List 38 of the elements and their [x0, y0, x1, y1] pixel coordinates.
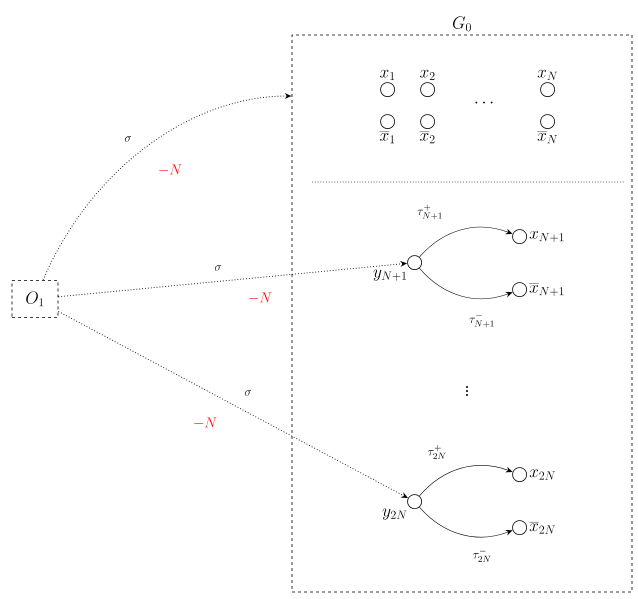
- state-label: $\overline{x}_2$: [420, 132, 434, 144]
- edge-label: $\sigma$: [124, 136, 132, 142]
- state-circle: [512, 282, 527, 297]
- state-label: $x_N$: [538, 70, 558, 80]
- edge-label: $\tau^-_{N+1}$: [469, 316, 494, 328]
- source-box: $O_1$: [12, 280, 58, 318]
- state-circle: [380, 82, 395, 97]
- state-circle: [420, 82, 435, 97]
- ellipsis: $\cdots$: [475, 102, 493, 104]
- weight-label: $-N$: [194, 417, 217, 428]
- node-label: $G_0$: [453, 16, 471, 32]
- state-circle: [380, 114, 395, 129]
- state-label: $x_{2N}$: [530, 469, 555, 480]
- state-label: $y_{2N}$: [382, 508, 407, 520]
- state-label: $x_2$: [420, 70, 434, 80]
- edge-label: $\sigma$: [244, 390, 252, 396]
- weight-label: $-N$: [159, 164, 182, 174]
- state-circle: [407, 494, 422, 509]
- edge-label: $\tau^+_{2N}$: [428, 445, 446, 459]
- edge-label: $\tau^-_{2N}$: [473, 550, 490, 562]
- state-label: $\overline{x}_{2N}$: [529, 522, 555, 534]
- ellipsis: $\vdots$: [466, 386, 468, 396]
- state-circle: [540, 82, 555, 97]
- state-label: $y_{N+1}$: [374, 270, 406, 281]
- state-label: $\overline{x}_1$: [380, 132, 394, 144]
- state-label: $x_{N+1}$: [530, 230, 564, 242]
- state-circle: [512, 467, 527, 482]
- state-label: $\overline{x}_N$: [537, 132, 558, 144]
- weight-label: $-N$: [249, 292, 272, 302]
- state-circle: [512, 229, 527, 244]
- state-circle: [420, 114, 435, 129]
- state-circle: [512, 520, 527, 535]
- state-circle: [407, 255, 422, 270]
- state-label: $x_1$: [380, 70, 394, 80]
- state-label: $\overline{x}_{N+1}$: [529, 284, 564, 296]
- edge-label: $\tau^+_{N+1}$: [417, 204, 442, 220]
- state-circle: [540, 114, 555, 129]
- edge-label: $\sigma$: [214, 265, 222, 271]
